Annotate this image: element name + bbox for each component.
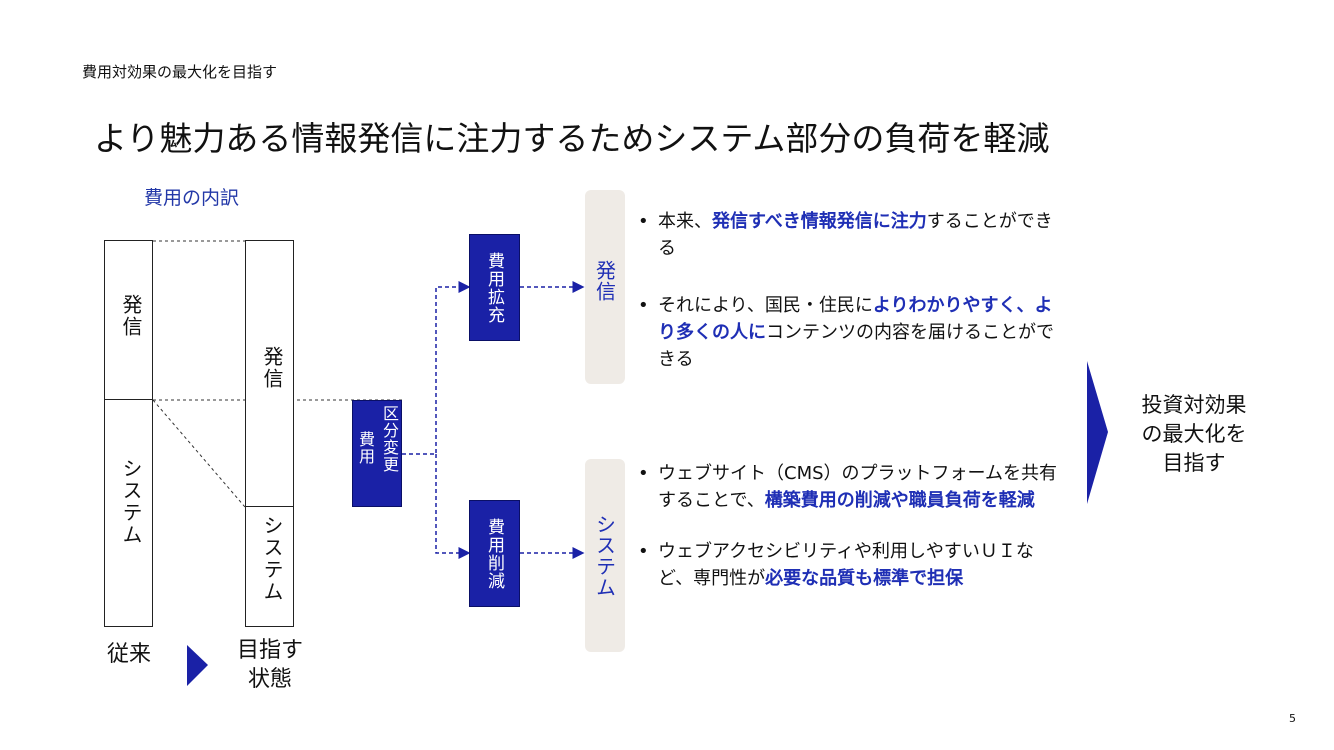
hasshin-bullet-2: それにより、国民・住民によりわかりやすく、より多くの人にコンテンツの内容を届ける…	[632, 292, 1062, 373]
cost-decrease-text: 費用削減	[484, 517, 504, 590]
page-number: 5	[1289, 712, 1296, 725]
system-bullets: ウェブサイト（CMS）のプラットフォームを共有することで、構築費用の削減や職員負…	[632, 460, 1062, 612]
result-line1: 投資対効果	[1141, 393, 1247, 417]
current-system-segment: システム	[104, 399, 153, 627]
target-hasshin-segment: 発信	[245, 240, 294, 507]
hasshin-bullet-2-highlight: よりわかりやすく、より多くの人に	[658, 295, 1053, 343]
flow-branch	[402, 281, 471, 455]
hasshin-tag: 発信	[585, 190, 625, 384]
cost-reclass-box: 費用 区分変更	[352, 400, 402, 507]
current-system-text: システム	[119, 458, 143, 546]
target-caption-line1: 目指す	[236, 638, 303, 663]
hasshin-bullet-1-a: 本来、	[658, 211, 712, 232]
system-tag: システム	[585, 459, 625, 652]
hasshin-bullet-2-c: コンテンツの内容を届けることができる	[658, 322, 1054, 370]
cost-decrease-box: 費用削減	[469, 500, 520, 607]
system-bullet-2: ウェブアクセシビリティや利用しやすいＵＩなど、専門性が必要な品質も標準で担保	[632, 538, 1062, 592]
current-hasshin-segment: 発信	[104, 240, 153, 400]
system-bullet-2-highlight: 必要な品質も標準で担保	[765, 568, 964, 589]
cost-increase-box: 費用拡充	[469, 234, 520, 341]
hasshin-bullet-1: 本来、発信すべき情報発信に注力することができる	[632, 208, 1062, 262]
system-bullet-1-highlight: 構築費用の削減や職員負荷を軽減	[764, 490, 1035, 511]
dashed-diag-link	[152, 399, 246, 508]
result-line3: 目指す	[1162, 451, 1226, 475]
cost-reclass-line1: 費用	[356, 431, 375, 465]
cost-reclass-line2: 区分変更	[380, 405, 399, 473]
breakdown-label: 費用の内訳	[144, 187, 240, 209]
result-text: 投資対効果 の最大化を 目指す	[1124, 391, 1264, 478]
system-bullet-1: ウェブサイト（CMS）のプラットフォームを共有することで、構築費用の削減や職員負…	[632, 460, 1062, 514]
target-system-segment: システム	[245, 506, 294, 627]
hasshin-bullet-2-a: それにより、国民・住民に	[658, 295, 873, 316]
system-bullet-2-a: ウェブアクセシビリティや利用しやすいＵＩなど、専門性が	[658, 541, 1034, 589]
system-bullet-1-a: ウェブサイト（CMS）のプラットフォームを共有することで、	[658, 463, 1057, 511]
target-caption-line2: 状態	[247, 667, 292, 692]
caption-arrow	[187, 645, 208, 686]
hasshin-bullet-1-c: することができる	[658, 211, 1053, 259]
slide-subtitle: 費用対効果の最大化を目指す	[82, 63, 278, 81]
hasshin-bullets: 本来、発信すべき情報発信に注力することができる それにより、国民・住民によりわか…	[632, 208, 1062, 393]
hasshin-tag-text: 発信	[592, 260, 617, 302]
target-system-text: システム	[260, 515, 284, 603]
current-caption: 従来	[106, 642, 151, 667]
target-hasshin-text: 発信	[260, 346, 284, 390]
current-hasshin-text: 発信	[119, 294, 143, 338]
result-line2: の最大化を	[1141, 422, 1247, 446]
flow-branch-down	[435, 454, 471, 559]
slide-title: より魅力ある情報発信に注力するためシステム部分の負荷を軽減	[94, 119, 1050, 158]
system-tag-text: システム	[592, 513, 617, 598]
result-chevron	[1087, 361, 1108, 504]
cost-increase-text: 費用拡充	[484, 251, 504, 324]
hasshin-bullet-1-highlight: 発信すべき情報発信に注力	[712, 211, 927, 232]
target-caption: 目指す 状態	[222, 636, 318, 694]
